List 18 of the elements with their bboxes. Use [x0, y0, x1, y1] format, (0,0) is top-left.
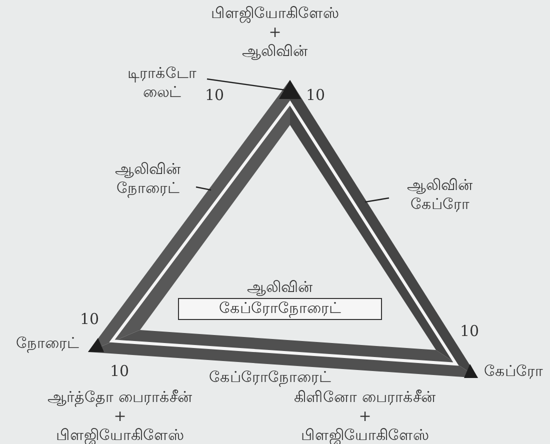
percent-label: 10 [460, 322, 480, 341]
rock-name: ஆலிவின் [247, 278, 313, 296]
rock-name: கேப்ரோ [484, 362, 543, 381]
percent-label: 10 [205, 86, 224, 105]
rock-name: நோரைட் [16, 334, 79, 353]
rock-name: டிராக்டோ லைட் [118, 64, 206, 102]
rock-name: ஆலிவின் நோரைட் [100, 160, 196, 198]
corner-marker [279, 80, 301, 99]
leader-line [206, 78, 286, 91]
leader-line [364, 197, 390, 203]
percent-label: 10 [80, 310, 100, 329]
percent-label: 10 [306, 86, 326, 105]
rock-name: கேப்ரோநோரைட் [208, 368, 332, 387]
percent-label: 10 [110, 362, 130, 381]
rock-name: ஆலிவின் கேப்ரோ [390, 176, 490, 214]
region-box: கேப்ரோநோரைட் [178, 298, 382, 320]
leader-line [196, 186, 212, 191]
mineral-label: பிளஜியோகிளேஸ் + ஆலிவின் [210, 4, 340, 60]
